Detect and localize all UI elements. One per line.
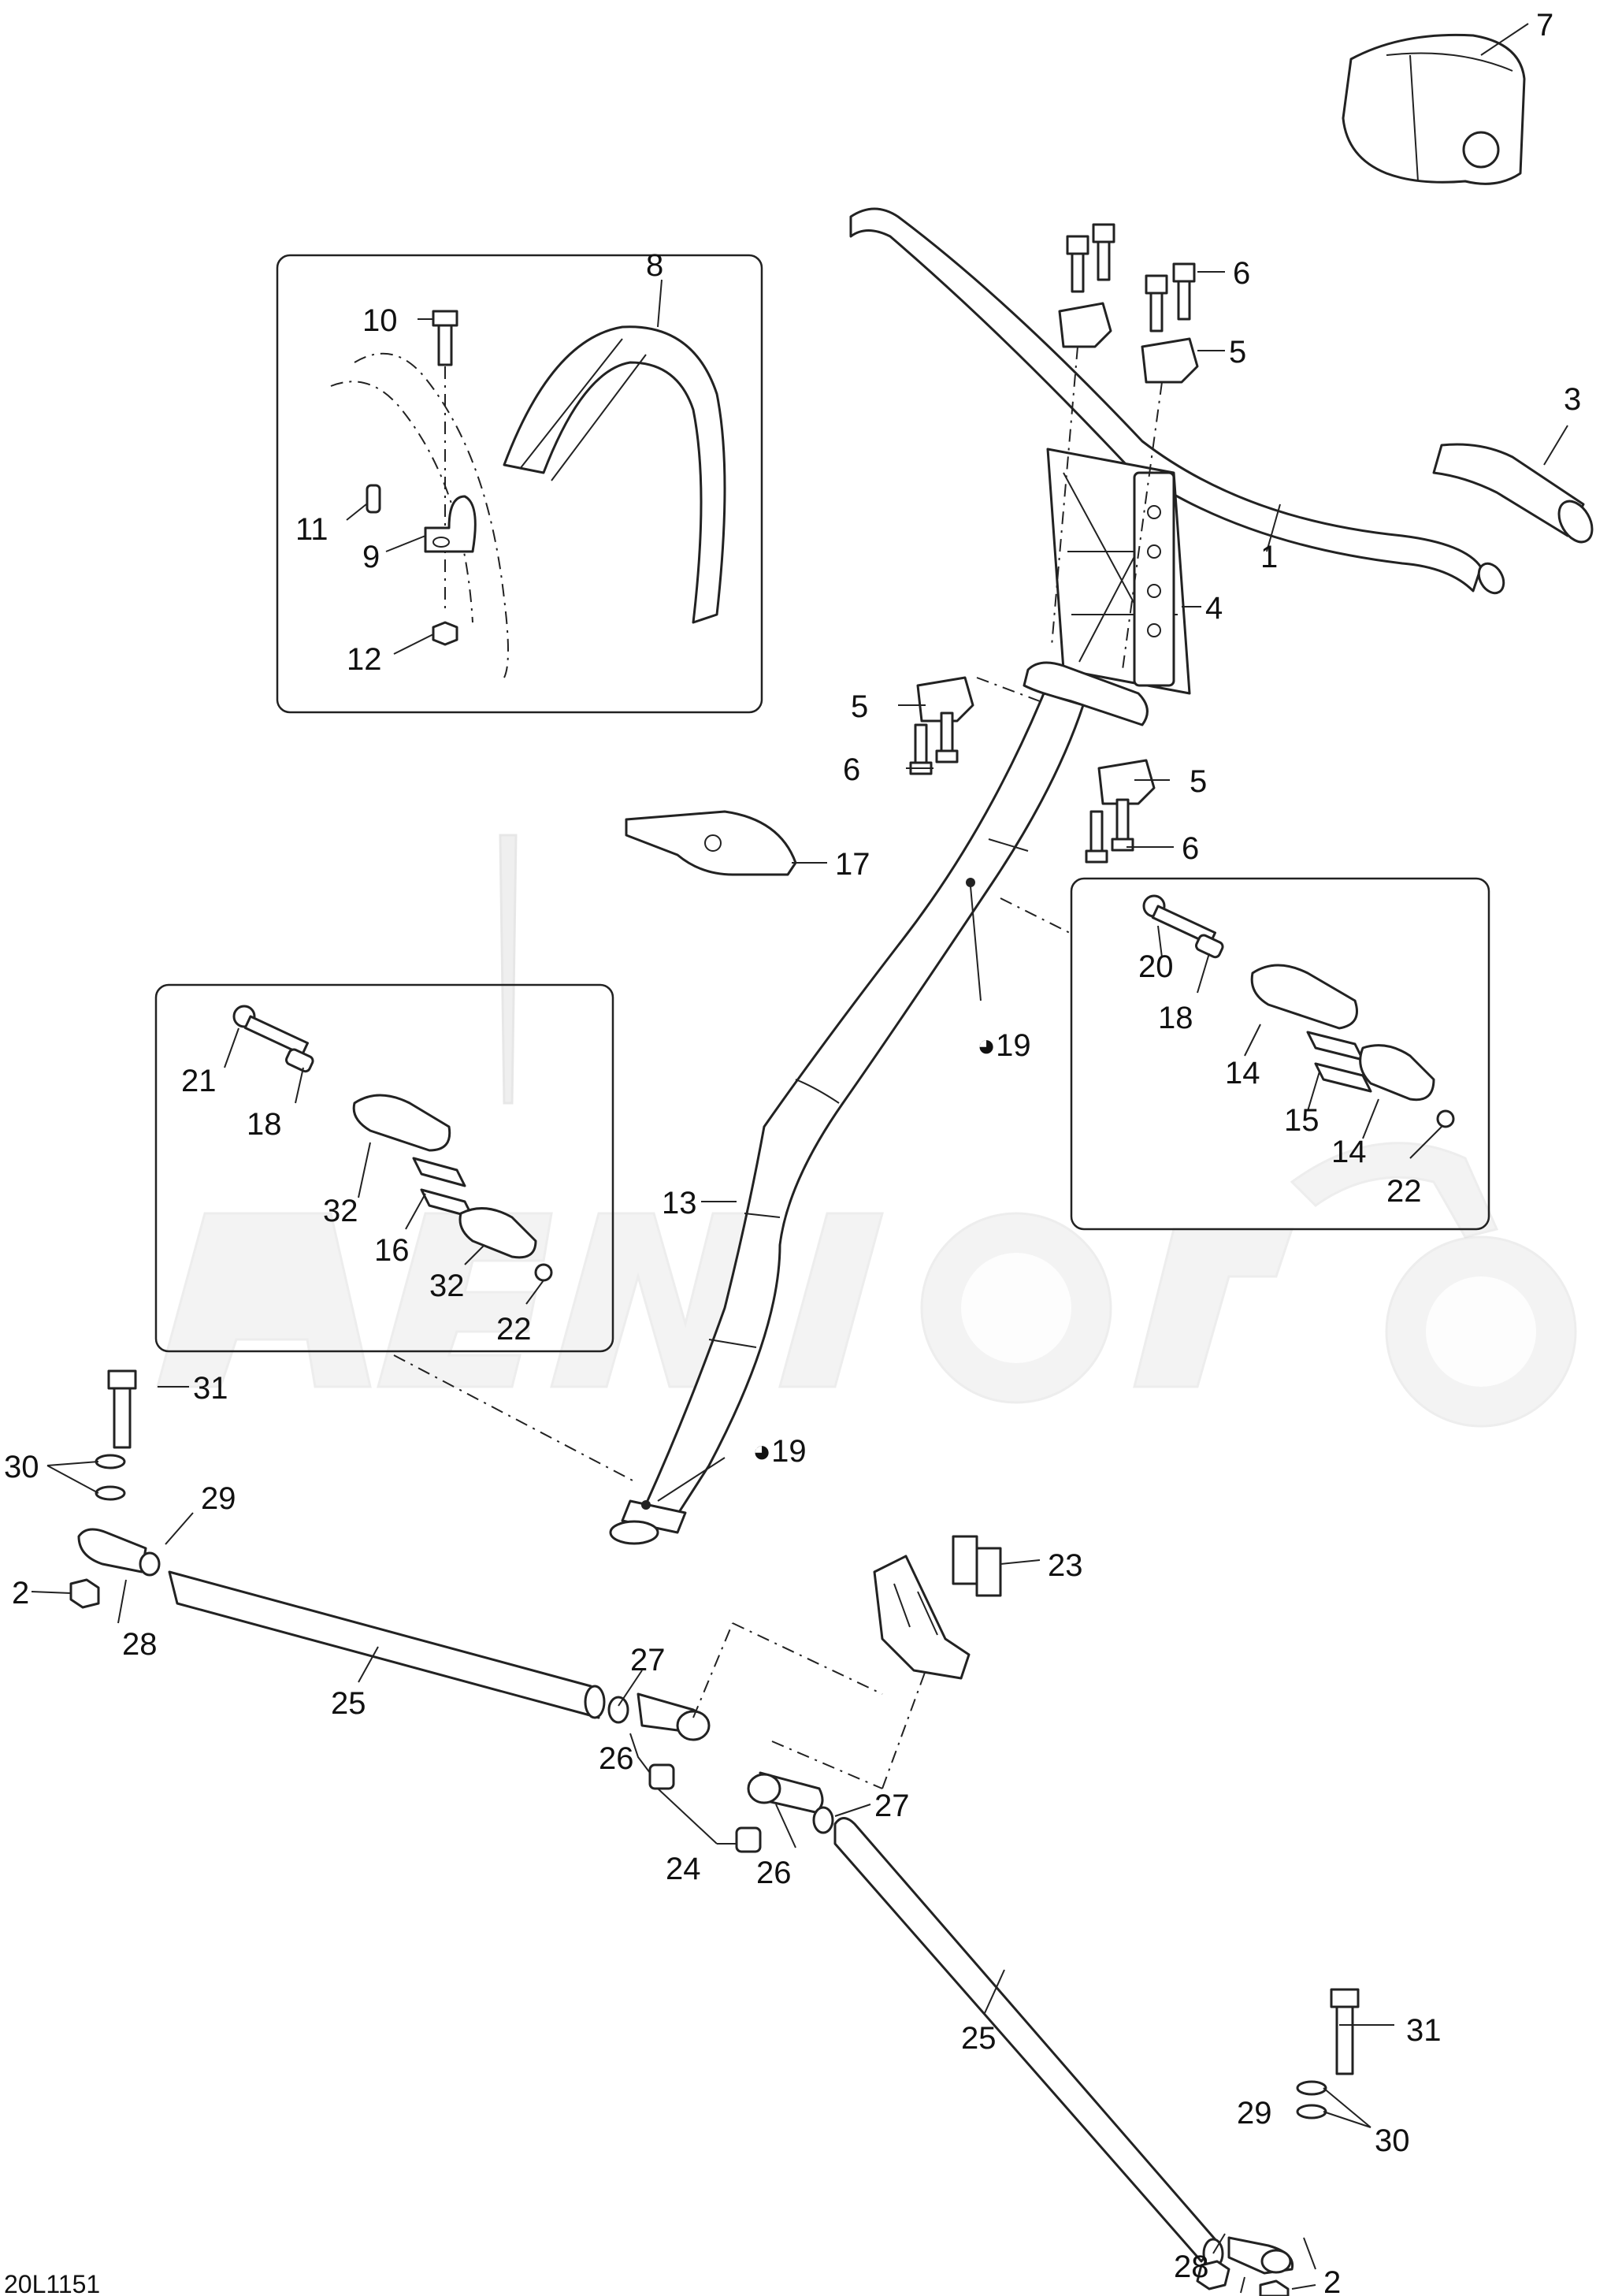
callout-14-upper: 14 (1225, 1056, 1260, 1090)
diagram-code: 20L1151 (4, 2270, 100, 2296)
clamp-5-upper-left (1058, 302, 1112, 348)
callout-31-right: 31 (1406, 2013, 1442, 2048)
callout-19-upper: ◕19 (977, 1028, 1031, 1063)
callout-28-left: 28 (122, 1627, 158, 1662)
inset-handlebar-pad (276, 254, 763, 714)
callout-14-lower: 14 (1331, 1135, 1367, 1169)
callout-20: 20 (1138, 949, 1174, 984)
callout-10: 10 (362, 303, 398, 338)
callout-11: 11 (295, 512, 328, 547)
handlebar (849, 207, 1483, 593)
callout-4: 4 (1205, 591, 1223, 626)
callout-31-left: 31 (193, 1371, 228, 1406)
callout-21: 21 (181, 1064, 217, 1098)
inset-right-clamp (1070, 877, 1490, 1231)
clamp-5-lower-right (1097, 759, 1156, 805)
callout-2-right: 2 (1323, 2265, 1341, 2296)
callout-2-left: 2 (12, 1576, 29, 1611)
callout-9: 9 (362, 540, 380, 574)
callout-26-right: 26 (756, 1856, 792, 1890)
callout-19-lower: ◕19 (752, 1434, 807, 1469)
callout-5-left: 5 (851, 689, 868, 724)
steering-column-13 (609, 661, 1149, 1545)
callout-30-right: 30 (1375, 2123, 1410, 2158)
callout-16: 16 (374, 1233, 410, 1268)
callout-29-right: 29 (1237, 2096, 1272, 2131)
callout-7: 7 (1536, 8, 1553, 43)
callout-1: 1 (1260, 540, 1278, 574)
inset-left-clamp (154, 983, 614, 1353)
plate-17 (625, 810, 797, 876)
callout-26-left: 26 (599, 1741, 634, 1776)
bushing-24b (735, 1826, 762, 1853)
callout-25-lower: 25 (961, 2021, 997, 2056)
callout-28-right: 28 (1174, 2250, 1209, 2284)
tie-rod-end-left (69, 1369, 161, 1609)
callout-18-left: 18 (247, 1107, 282, 1142)
callout-12: 12 (347, 642, 382, 677)
riser-4 (1046, 448, 1191, 695)
callout-27-upper: 27 (630, 1643, 666, 1677)
bolt-10 (432, 310, 458, 366)
leader-lines (31, 23, 1568, 2294)
callout-32-upper: 32 (323, 1194, 358, 1228)
callout-27-lower: 27 (874, 1789, 910, 1823)
callout-5-right: 5 (1190, 764, 1207, 799)
callout-5-top: 5 (1229, 335, 1246, 370)
bushing-24a (648, 1763, 675, 1790)
nut-27-lower (812, 1806, 834, 1834)
callout-18-right: 18 (1158, 1001, 1193, 1035)
tie-rod-25-lower (833, 1817, 1219, 2263)
bolts-6-upper (1066, 223, 1196, 333)
callout-13: 13 (662, 1186, 697, 1220)
nut-12 (432, 621, 458, 646)
tie-rod-25-upper (168, 1570, 600, 1719)
steering-arm-23 (873, 1535, 1002, 1680)
nut-27-upper (607, 1696, 629, 1724)
callout-15: 15 (1284, 1103, 1319, 1138)
callout-labels: 1 7 3 4 6 5 5 6 5 6 17 8 10 11 9 12 13 ◕… (4, 8, 1581, 2296)
callout-32-lower: 32 (429, 1269, 465, 1303)
callout-17: 17 (835, 847, 870, 882)
callout-6-left: 6 (843, 752, 860, 787)
callout-24: 24 (666, 1852, 701, 1886)
callout-25-upper: 25 (331, 1686, 366, 1721)
callout-22-left: 22 (496, 1312, 532, 1347)
tie-rod-end-right (1196, 1988, 1360, 2296)
callout-30-left: 30 (4, 1450, 39, 1484)
callout-29-left: 29 (201, 1481, 236, 1516)
callout-3: 3 (1564, 382, 1581, 417)
callout-6-right: 6 (1182, 831, 1199, 866)
cover-7 (1342, 33, 1526, 185)
callout-8: 8 (646, 248, 663, 283)
callout-23: 23 (1048, 1548, 1083, 1583)
callout-19-upper-num: 19 (996, 1028, 1031, 1063)
watermark-logo (156, 834, 1577, 1428)
clamp-5-upper-right (1141, 337, 1199, 384)
handlebar-pad (503, 325, 726, 624)
pin-11 (366, 484, 381, 514)
callout-22-right: 22 (1386, 1174, 1422, 1209)
callout-19-lower-num: 19 (771, 1434, 807, 1469)
clamp-5-lower-left (916, 676, 974, 723)
callout-6-top: 6 (1233, 256, 1250, 291)
